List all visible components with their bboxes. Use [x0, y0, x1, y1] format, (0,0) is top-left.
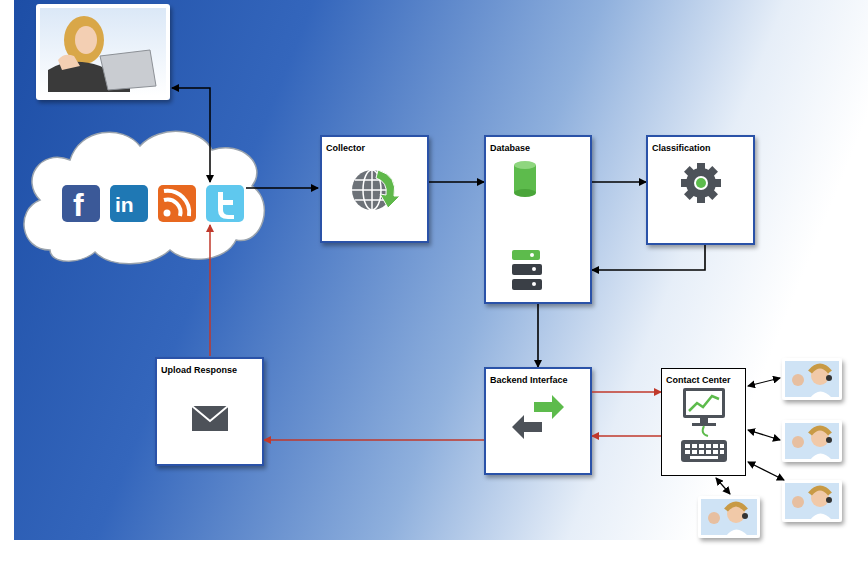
globe-icon	[352, 170, 400, 210]
flow-arrow	[592, 181, 646, 183]
flow-arrow	[592, 391, 661, 393]
upload-arrow	[209, 225, 211, 356]
flow-arrow	[592, 435, 661, 437]
gear-icon	[681, 163, 721, 203]
logo-letters: f	[73, 189, 84, 221]
workstation-icon	[681, 388, 727, 462]
process-box: Contact Center	[661, 368, 746, 476]
flow-arrow	[264, 439, 484, 441]
process-box: Database	[484, 135, 592, 304]
process-box: Backend Interface	[484, 367, 592, 475]
cloud-arrow	[246, 187, 318, 189]
cloud	[24, 131, 264, 263]
flow-arrow	[592, 245, 705, 270]
database-icon	[512, 161, 542, 290]
process-box: Collector	[320, 135, 429, 243]
box-title: Classification	[648, 140, 715, 156]
box-title: Backend Interface	[486, 372, 572, 388]
logo-letters: in	[115, 194, 134, 215]
user-photo	[36, 4, 170, 100]
box-title: Upload Response	[157, 362, 241, 378]
flow-arrow	[429, 181, 484, 183]
process-box: Upload Response	[155, 357, 264, 466]
exchange-icon	[512, 395, 564, 439]
process-box: Classification	[646, 135, 755, 245]
box-title: Collector	[322, 140, 369, 156]
social-icons	[62, 185, 244, 222]
box-title: Database	[486, 140, 534, 156]
agent-arrows	[716, 378, 784, 494]
box-title: Contact Center	[662, 372, 735, 388]
user-arrow	[172, 88, 210, 182]
envelope-icon	[192, 406, 228, 431]
box-fills	[155, 135, 755, 476]
flow-arrow	[537, 304, 539, 367]
